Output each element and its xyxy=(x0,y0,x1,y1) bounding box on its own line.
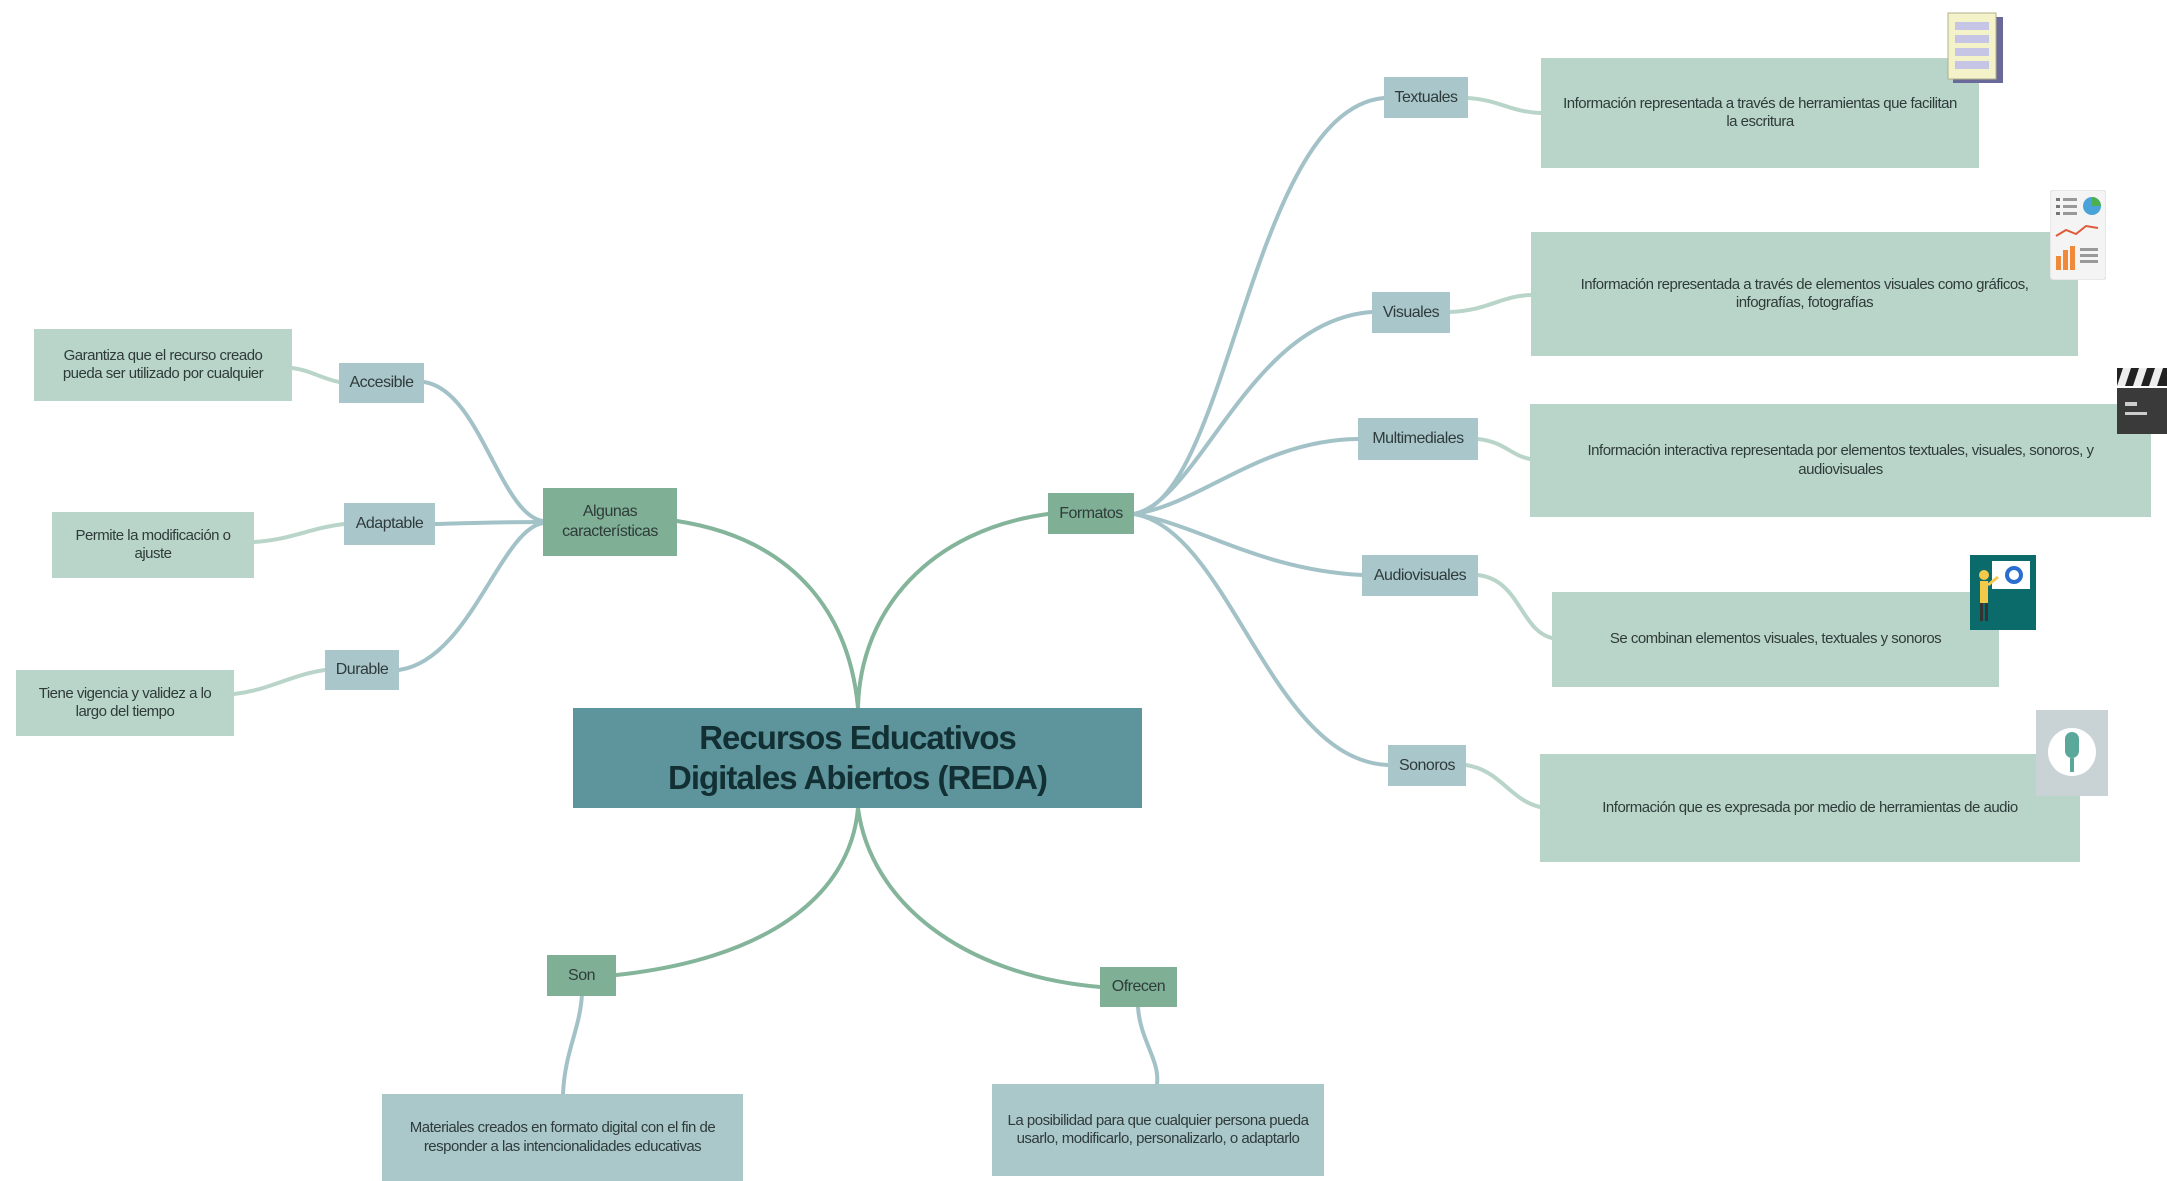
detail-visuales[interactable]: Información representada a través de ele… xyxy=(1531,232,2078,356)
detail-multimediales[interactable]: Información interactiva representada por… xyxy=(1530,404,2151,517)
infographic-icon xyxy=(2049,189,2107,281)
node-multimediales[interactable]: Multimediales xyxy=(1358,418,1478,460)
detail-durable[interactable]: Tiene vigencia y validez a lo largo del … xyxy=(16,670,234,736)
central-topic[interactable]: Recursos Educativos Digitales Abiertos (… xyxy=(573,708,1142,808)
detail-adaptable[interactable]: Permite la modificación o ajuste xyxy=(52,512,254,578)
clapperboard-icon xyxy=(2117,362,2167,434)
node-accesible[interactable]: Accesible xyxy=(339,363,424,403)
detail-son[interactable]: Materiales creados en formato digital co… xyxy=(382,1094,743,1181)
node-visuales[interactable]: Visuales xyxy=(1372,292,1450,333)
detail-ofrecen[interactable]: La posibilidad para que cualquier person… xyxy=(992,1084,1324,1176)
presentation-icon xyxy=(1970,555,2036,630)
document-icon xyxy=(1946,12,2004,86)
detail-sonoros[interactable]: Información que es expresada por medio d… xyxy=(1540,754,2080,862)
detail-accesible[interactable]: Garantiza que el recurso creado pueda se… xyxy=(34,329,292,401)
branch-ofrecen[interactable]: Ofrecen xyxy=(1100,967,1177,1007)
branch-formatos[interactable]: Formatos xyxy=(1048,493,1134,534)
node-sonoros[interactable]: Sonoros xyxy=(1388,745,1466,786)
node-textuales[interactable]: Textuales xyxy=(1384,77,1468,118)
detail-textuales[interactable]: Información representada a través de her… xyxy=(1541,58,1979,168)
branch-son[interactable]: Son xyxy=(547,955,616,996)
microphone-icon xyxy=(2036,710,2108,796)
detail-audiovisuales[interactable]: Se combinan elementos visuales, textuale… xyxy=(1552,592,1999,687)
branch-algunas-caracteristicas[interactable]: Algunas características xyxy=(543,488,677,556)
node-audiovisuales[interactable]: Audiovisuales xyxy=(1362,555,1478,596)
node-adaptable[interactable]: Adaptable xyxy=(344,503,435,545)
node-durable[interactable]: Durable xyxy=(325,650,399,690)
